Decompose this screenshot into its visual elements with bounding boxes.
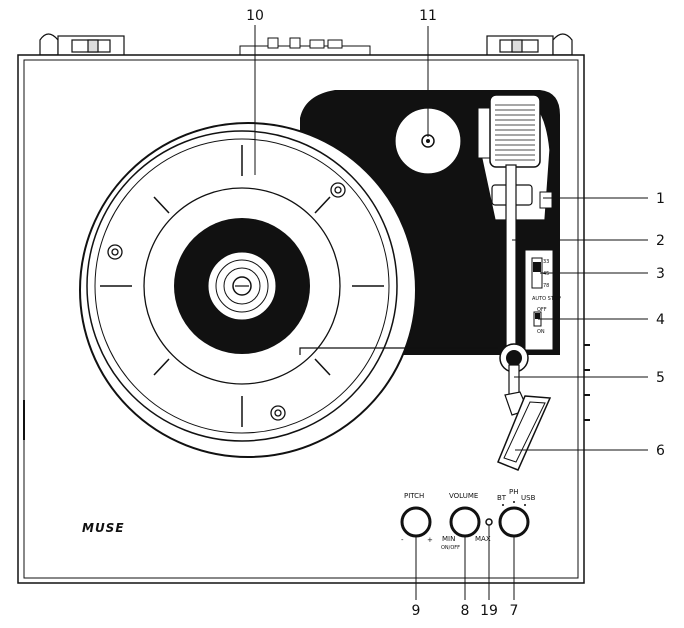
platter: [79, 122, 417, 458]
autostop-label: AUTO STOP: [532, 296, 561, 302]
source-bt: BT: [497, 494, 507, 502]
pitch-knob: PITCH - +: [400, 492, 433, 544]
callout-8: 8: [461, 603, 470, 619]
callout-11: 11: [419, 8, 437, 24]
pitch-plus: +: [427, 536, 433, 544]
off-label: OFF: [537, 307, 547, 313]
volume-onoff: ON/OFF: [441, 545, 460, 551]
callout-2: 2: [656, 233, 665, 249]
speed-45-label: 45: [543, 271, 549, 277]
left-hinge: [39, 33, 125, 57]
source-usb: USB: [521, 494, 536, 502]
volume-knob: VOLUME MIN ON/OFF MAX: [441, 492, 491, 551]
tonearm: [477, 94, 553, 471]
callout-3: 3: [656, 266, 665, 282]
rear-connectors: [239, 37, 371, 57]
callout-7: 7: [510, 603, 519, 619]
speed-33-label: 33: [543, 259, 549, 265]
callout-numbers: 10 11 1 2 3 4 5 6 9 8 19 7: [246, 8, 665, 619]
indicator-led: [485, 518, 493, 526]
volume-min: MIN: [442, 535, 455, 543]
callout-5: 5: [656, 370, 665, 386]
callout-4: 4: [656, 312, 665, 328]
leader-lines: [254, 25, 648, 600]
callout-10: 10: [246, 8, 264, 24]
source-ph: PH: [509, 488, 519, 496]
callout-19: 19: [480, 603, 498, 619]
pitch-minus: -: [401, 536, 404, 544]
callout-1: 1: [656, 191, 665, 207]
callout-6: 6: [656, 443, 665, 459]
on-label: ON: [537, 329, 545, 335]
volume-max: MAX: [475, 535, 491, 543]
speed-78-label: 78: [543, 283, 549, 289]
right-hinge: [486, 33, 573, 57]
45rpm-adapter: [394, 107, 462, 175]
brand-logo: MUSE: [82, 521, 125, 535]
callout-9: 9: [412, 603, 421, 619]
pitch-label: PITCH: [404, 492, 424, 500]
volume-label: VOLUME: [449, 492, 478, 500]
